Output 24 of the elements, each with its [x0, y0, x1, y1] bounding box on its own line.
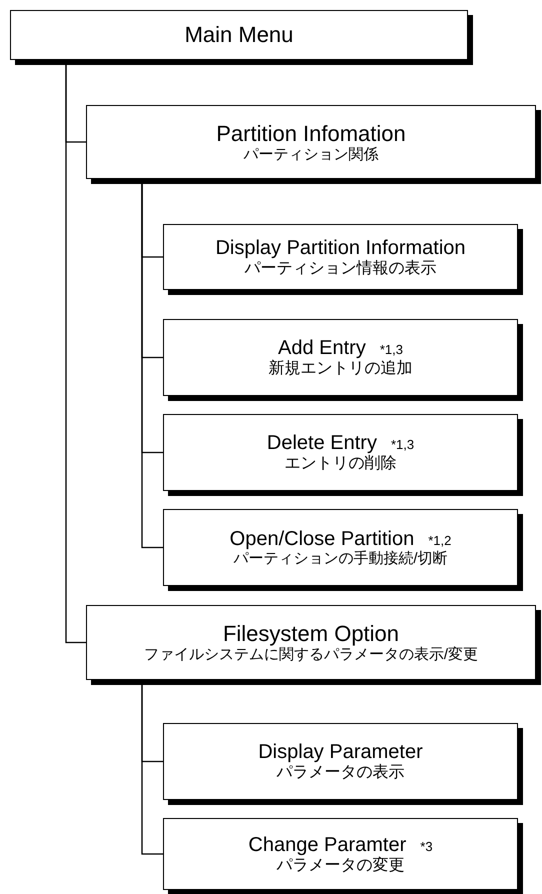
- menu-subtitle: 新規エントリの追加: [268, 360, 412, 378]
- tree-connector: [65, 65, 86, 644]
- menu-title: Open/Close Partition: [230, 528, 414, 550]
- footnote-mark: *3: [420, 838, 433, 854]
- footnote-mark: *1,3: [390, 437, 414, 452]
- menu-title: Delete Entry: [266, 432, 377, 455]
- menu-subtitle: パラメータの変更: [276, 856, 404, 874]
- menu-title: Change Paramter: [248, 834, 406, 856]
- menu-subtitle: パーティションの手動接続/切断: [233, 550, 448, 568]
- menu-title: Add Entry: [278, 337, 366, 360]
- menu-subtitle: パーティション情報の表示: [244, 260, 436, 278]
- menu-subtitle: エントリの削除: [284, 455, 396, 473]
- menu-subtitle: パラメータの表示: [276, 764, 404, 782]
- tree-connector: [141, 184, 163, 548]
- menu-subtitle: パーティション関係: [244, 146, 378, 164]
- footnote-mark: *1,3: [380, 342, 403, 358]
- menu-title: Display Partition Information: [215, 236, 466, 260]
- menu-subtitle: ファイルシステムに関するパラメータの表示/変更: [144, 647, 478, 664]
- footnote-mark: *1,2: [428, 532, 452, 548]
- menu-title: Main Menu: [184, 22, 294, 48]
- tree-connector: [141, 685, 163, 855]
- menu-title: Filesystem Option: [222, 621, 400, 648]
- menu-title: Partition Infomation: [216, 120, 406, 146]
- menu-title: Display Parameter: [258, 741, 423, 764]
